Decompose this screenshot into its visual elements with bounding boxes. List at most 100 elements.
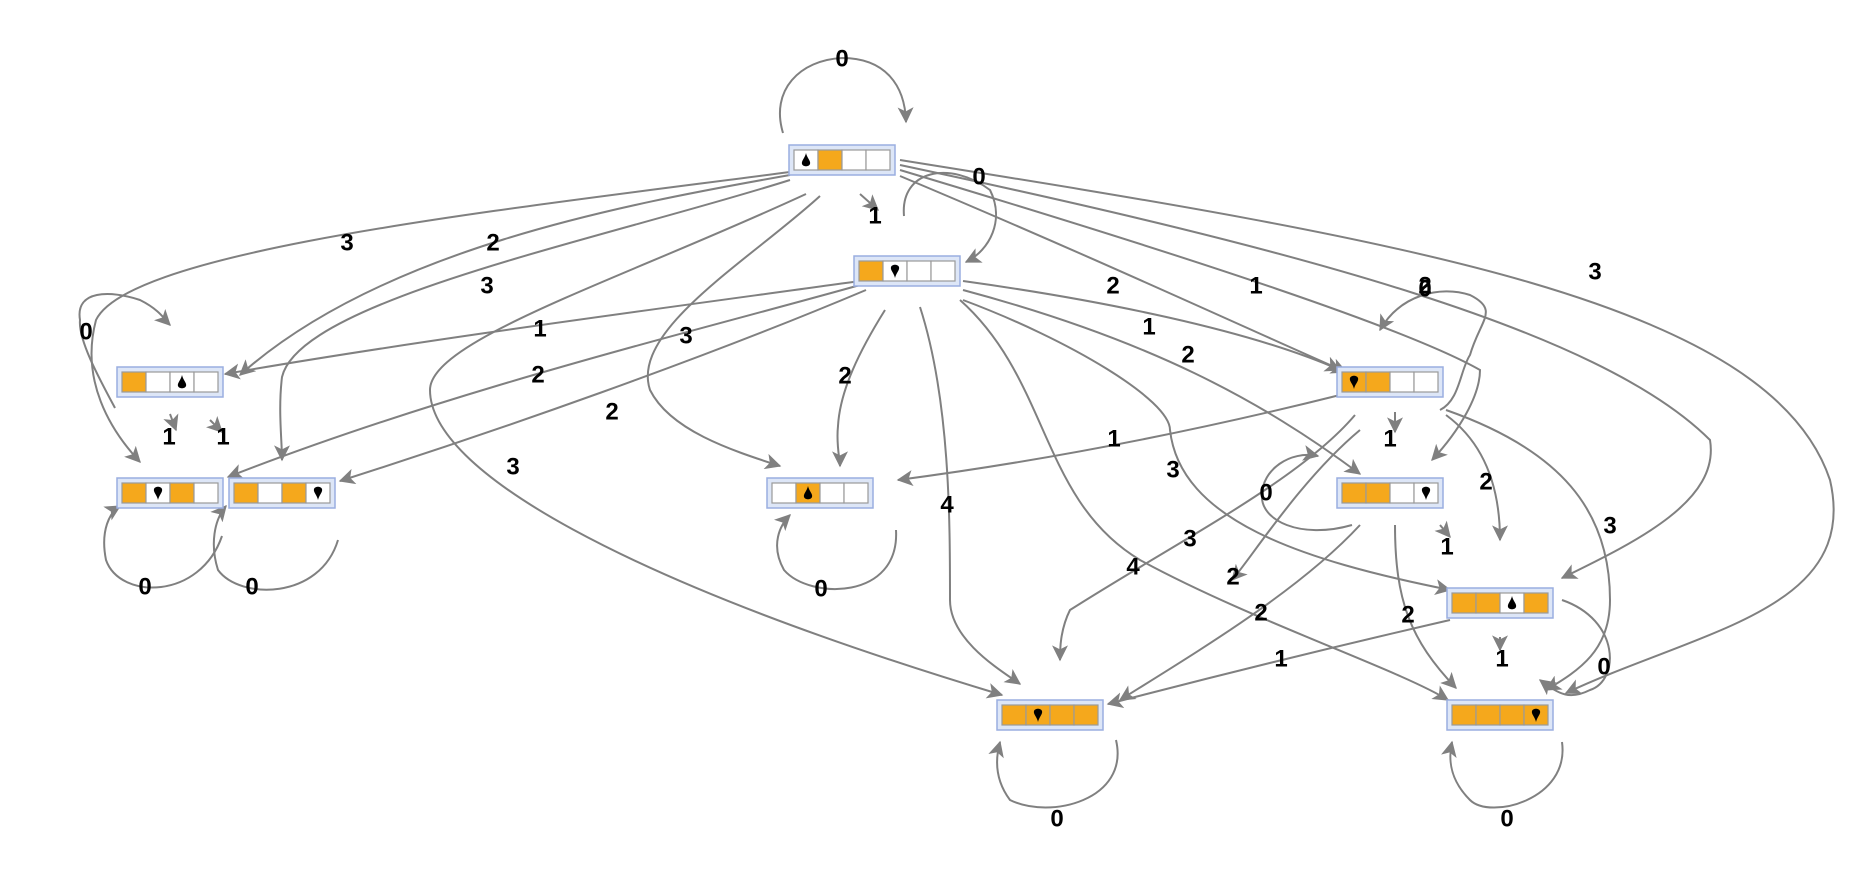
tape-cell-3 <box>1073 704 1099 726</box>
head-marker-icon <box>313 486 323 500</box>
edge-label-s0-to-s10: 3 <box>1588 258 1601 285</box>
edge-label-s0-to-s8: 2 <box>1418 272 1431 299</box>
tape-cell-1 <box>1365 371 1391 393</box>
edge-label-s0-to-s4: 3 <box>480 272 493 299</box>
edge-label-s0-to-s0: 0 <box>835 45 848 72</box>
head-marker-icon <box>1507 596 1517 610</box>
edge-s0-to-s8 <box>899 164 1712 579</box>
edge-label-s8-to-s9: 1 <box>1274 645 1287 672</box>
edge-s6-to-s8 <box>1445 414 1508 542</box>
edge-s1-to-s10 <box>959 299 1450 701</box>
edge-s1-to-s1 <box>902 171 997 263</box>
tape-cell-1 <box>1475 704 1501 726</box>
edge-s3-to-s3 <box>103 505 223 589</box>
tape-cell-2 <box>1499 704 1525 726</box>
edge-label-s1-to-s1: 0 <box>972 163 985 190</box>
edge-label-s0-to-s5: 3 <box>679 322 692 349</box>
edge-label-s2-to-s4: 1 <box>216 423 229 450</box>
tape-cell-3 <box>865 149 891 171</box>
edge-s1-to-s9 <box>919 306 1022 685</box>
edge-s0-to-s1 <box>859 193 879 211</box>
edge-label-s1-to-s5: 2 <box>838 362 851 389</box>
tape-cell-0 <box>1001 704 1027 726</box>
tape-cell-2 <box>281 482 307 504</box>
edge-s1-to-s4 <box>338 289 867 485</box>
edge-label-s0-to-s7: 1 <box>1249 272 1262 299</box>
edge-label-s0-to-s6: 2 <box>1106 272 1119 299</box>
edge-label-s7-to-s9: 2 <box>1254 599 1267 626</box>
edge-label-s1-to-s4: 2 <box>605 398 618 425</box>
edge-label-s6-to-s8: 2 <box>1479 468 1492 495</box>
edge-s1-to-s6 <box>962 280 1342 372</box>
tape-cell-2 <box>841 149 867 171</box>
edge-s0-to-s2 <box>239 174 791 376</box>
edges-layer <box>78 56 1835 809</box>
tape-cell-0 <box>858 260 884 282</box>
state-node-s5 <box>766 477 874 509</box>
edge-label-s9-to-s9: 0 <box>1050 805 1063 832</box>
head-marker-icon <box>801 153 811 167</box>
edge-s7-to-s9 <box>1118 524 1361 701</box>
head-marker-icon <box>890 264 900 278</box>
state-node-s10 <box>1446 699 1554 731</box>
edge-s6-to-s9 <box>1052 414 1356 662</box>
edge-label-s1-to-s7: 2 <box>1181 341 1194 368</box>
edge-label-s3-to-s3: 0 <box>138 573 151 600</box>
tape-cell-3 <box>193 371 219 393</box>
edge-s0-to-s3 <box>90 171 791 463</box>
tape-cell-2 <box>819 482 845 504</box>
edge-s1-to-s5 <box>831 309 886 468</box>
edge-s7-to-s10 <box>1394 524 1457 689</box>
tape-cell-0 <box>121 482 147 504</box>
state-node-s2 <box>116 366 224 398</box>
edge-label-s0-to-s2: 2 <box>486 229 499 256</box>
edge-label-s7-to-s6: 2 <box>1226 563 1239 590</box>
edge-label-s1-to-s8: 3 <box>1166 456 1179 483</box>
head-marker-icon <box>1349 375 1359 389</box>
nodes-layer <box>116 144 1554 731</box>
edge-label-s8-to-s10: 1 <box>1495 645 1508 672</box>
tape-cell-3 <box>193 482 219 504</box>
head-marker-icon <box>1531 708 1541 722</box>
edge-s5-to-s5 <box>773 514 898 591</box>
tape-cell-0 <box>233 482 259 504</box>
edge-s9-to-s9 <box>988 739 1119 809</box>
edge-s7-to-s8 <box>1434 520 1451 539</box>
tape-cell-2 <box>1389 482 1415 504</box>
tape-cell-3 <box>843 482 869 504</box>
edge-s0-to-s5 <box>646 195 821 470</box>
edge-s1-to-s3 <box>226 284 861 480</box>
edge-label-s1-to-s2: 1 <box>533 315 546 342</box>
edge-label-s7-to-s10: 2 <box>1401 601 1414 628</box>
tape-cell-1 <box>257 482 283 504</box>
tape-cell-3 <box>1523 592 1549 614</box>
edge-label-s0-to-s9: 3 <box>506 453 519 480</box>
tape-cell-2 <box>169 482 195 504</box>
edge-label-s6-to-s6: 0 <box>1418 275 1431 302</box>
edge-s6-to-s5 <box>896 394 1341 487</box>
edge-s8-to-s9 <box>1106 619 1451 709</box>
edge-label-s2-to-s2: 0 <box>79 318 92 345</box>
tape-cell-2 <box>906 260 932 282</box>
edge-label-s1-to-s9: 4 <box>940 491 954 518</box>
edge-label-s7-to-s8: 1 <box>1440 533 1453 560</box>
edge-s1-to-s8 <box>962 299 1452 595</box>
tape-cell-3 <box>1413 371 1439 393</box>
edge-s4-to-s4 <box>210 504 339 591</box>
tape-cell-1 <box>817 149 843 171</box>
head-marker-icon <box>1033 708 1043 722</box>
tape-cell-2 <box>1049 704 1075 726</box>
edge-s2-to-s2 <box>78 293 171 409</box>
state-node-s7 <box>1336 477 1444 509</box>
tape-cell-0 <box>771 482 797 504</box>
state-node-s4 <box>228 477 336 509</box>
edge-s0-to-s7 <box>899 169 1482 461</box>
state-node-s0 <box>788 144 896 176</box>
edge-s0-to-s4 <box>273 179 791 462</box>
tape-cell-1 <box>1475 592 1501 614</box>
head-marker-icon <box>177 375 187 389</box>
edge-label-s0-to-s3: 3 <box>340 229 353 256</box>
edge-label-s6-to-s5: 1 <box>1107 425 1120 452</box>
head-marker-icon <box>1421 486 1431 500</box>
edge-s0-to-s9 <box>428 193 1004 699</box>
